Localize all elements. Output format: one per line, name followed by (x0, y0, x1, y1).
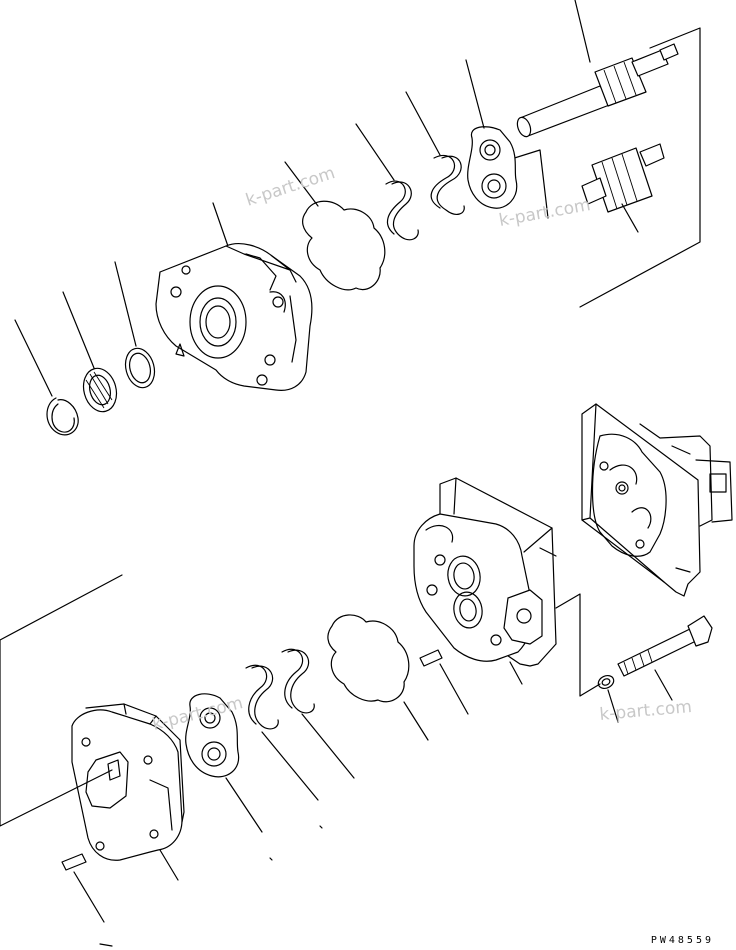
upper-housing (155, 202, 313, 391)
small-mark (269, 857, 273, 861)
small-mark (99, 943, 113, 947)
upper-bracket-lines (507, 27, 701, 308)
driven-gear (581, 143, 665, 233)
lower-gasket (327, 614, 429, 741)
upper-wear-plate (465, 59, 518, 209)
thrust-washer (114, 261, 156, 389)
gear-case (413, 477, 557, 685)
dowel-pin-middle (419, 649, 469, 715)
dowel-pin-lower (61, 853, 105, 923)
front-body (71, 703, 185, 881)
lower-bracket-lines (555, 593, 601, 697)
washer (597, 674, 619, 723)
drive-shaft (516, 0, 679, 138)
drawing-code: PW48559 (650, 935, 714, 946)
watermark: k-part.com (599, 697, 693, 725)
small-mark (319, 825, 323, 829)
rear-pump-body (581, 403, 733, 597)
left-bracket-lines (0, 574, 123, 827)
snap-ring (14, 319, 79, 436)
lower-backup-rings (245, 648, 355, 801)
lower-wear-plate (185, 693, 263, 833)
upper-gasket (284, 161, 386, 291)
upper-backup-rings (355, 91, 465, 241)
oil-seal (62, 291, 118, 413)
through-bolt (617, 615, 713, 701)
